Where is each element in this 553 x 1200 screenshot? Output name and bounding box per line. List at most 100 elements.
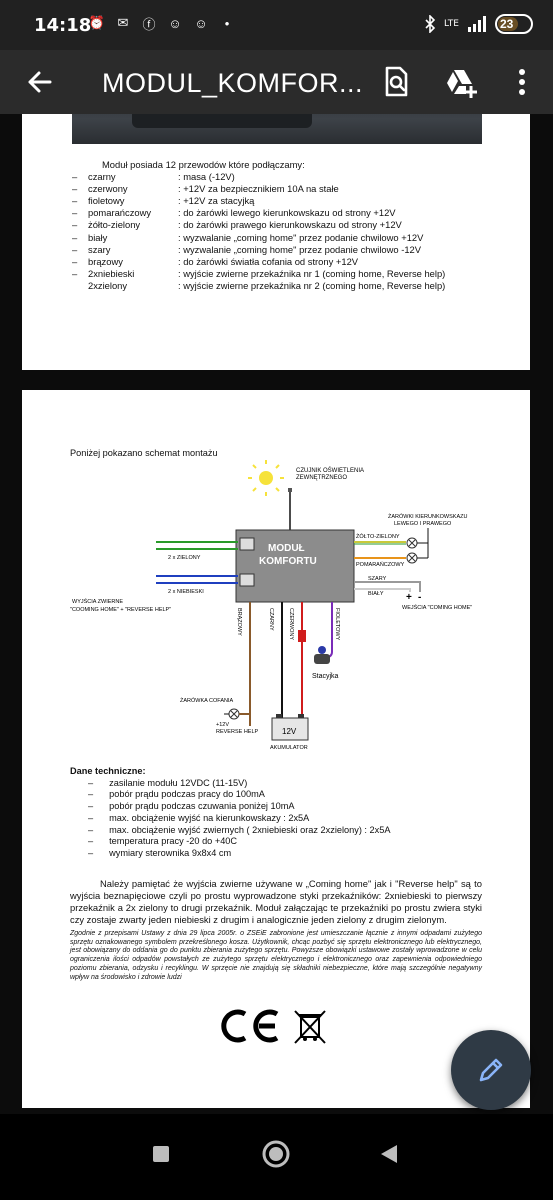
wire-row: –2xniebieski: wyjście zwierne przekaźnik… [72, 268, 445, 280]
plus12-label: +12V [216, 722, 229, 728]
status-bar: 14:18 ⏰ ✉ ⓕ ☺ ☺ • LTE 23 [0, 0, 553, 50]
recents-square-icon [153, 1146, 169, 1162]
battery-indicator: 23 [495, 14, 533, 34]
facebook-icon: ⓕ [142, 16, 156, 32]
brown-label: BRĄZOWY [236, 608, 242, 636]
schema-title: Poniżej pokazano schemat montażu [70, 448, 218, 458]
document-title: MODUL_KOMFOR... [102, 68, 364, 98]
wire-desc: : wyzwalanie „coming home" przez podanie… [178, 231, 424, 243]
wire-row: –brązowy: do żarówki światła cofania od … [72, 256, 445, 268]
document-page-1: Moduł posiada 12 przewodów które podłącz… [22, 114, 530, 370]
wire-dash: – [72, 183, 78, 195]
wire-name: żółto-zielony [88, 219, 141, 231]
inputs-label: WEJŚCIA "COMING HOME" [402, 603, 472, 611]
relay-note: Należy pamiętać że wyjścia zwierne używa… [70, 878, 482, 925]
back-triangle-icon [381, 1145, 397, 1163]
wire-desc: : do żarówki lewego kierunkowskazu od st… [178, 207, 396, 219]
document-page-2: Poniżej pokazano schemat montażu CZUJNIK… [22, 390, 530, 1108]
wire-name: brązowy [88, 255, 123, 267]
violet-label: FIOLETOWY [334, 608, 340, 641]
wire-row: 2xzielony: wyjście zwierne przekaźnika n… [72, 280, 445, 292]
gray-label: SZARY [368, 576, 387, 582]
plus-sign: + [406, 592, 412, 603]
tech-item: pobór prądu podczas pracy do 100mA [109, 789, 265, 800]
tech-row: –pobór prądu podczas czuwania poniżej 10… [70, 801, 490, 813]
snapchat-icon: ☺ [168, 15, 182, 31]
home-circle-icon [262, 1140, 290, 1168]
add-to-drive-button[interactable] [442, 64, 478, 100]
add-to-drive-icon [447, 70, 477, 98]
network-type: LTE [444, 18, 459, 29]
wire-list: Moduł posiada 12 przewodów które podłącz… [72, 159, 445, 292]
wire-name: czerwony [88, 183, 128, 195]
wire-dash: – [72, 195, 78, 207]
wire-row: –biały: wyzwalanie „coming home" przez p… [72, 232, 445, 244]
two-green-label: 2 x ZIELONY [168, 555, 201, 561]
sensor-label: CZUJNIK OŚWIETLENIA [296, 466, 364, 474]
wire-desc: : +12V za bezpiecznikiem 10A na stałe [178, 183, 339, 195]
wire-dash: – [72, 219, 78, 231]
status-right: LTE 23 [424, 14, 533, 34]
outputs-label-2: "COOMING HOME" + "REVERSE HELP" [70, 607, 171, 613]
wire-name: szary [88, 243, 111, 255]
back-nav-button[interactable] [369, 1134, 409, 1174]
certification-marks [217, 1007, 329, 1045]
recents-button[interactable] [141, 1134, 181, 1174]
tech-dash: – [88, 836, 94, 847]
alarm-icon: ⏰ [88, 15, 106, 30]
tech-row: –max. obciążenie wyjść na kierunkowskazy… [70, 813, 490, 825]
tech-dash: – [88, 789, 94, 800]
tech-item: max. obciążenie wyjść zwiernych ( 2xnieb… [109, 824, 391, 835]
crossed-bin-icon [294, 1010, 326, 1044]
wire-row: –fioletowy: +12V za stacyjką [72, 195, 445, 207]
wire-name: biały [88, 231, 108, 243]
wire-row: –czerwony : +12V za bezpiecznikiem 10A na… [72, 183, 445, 195]
wire-name: fioletowy [88, 195, 125, 207]
tech-dash: – [88, 801, 94, 812]
wire-list-intro: Moduł posiada 12 przewodów które podłącz… [102, 159, 305, 170]
tech-row: – max. obciążenie wyjść zwiernych ( 2xnie… [70, 825, 490, 837]
two-blue-label: 2 x NIEBIESKI [168, 589, 204, 595]
red-label: CZERWONY [288, 608, 294, 640]
status-time: 14:18 [34, 15, 92, 36]
notification-icons: ⏰ ✉ ⓕ ☺ ☺ • [88, 14, 236, 32]
wire-desc: : do żarówki prawego kierunkowskazu od s… [178, 219, 402, 231]
find-in-document-button[interactable] [378, 64, 414, 100]
wire-desc: : wyjście zwierne przekaźnika nr 1 (comi… [178, 267, 446, 279]
tech-dash: – [88, 777, 94, 788]
edit-fab-button[interactable] [451, 1030, 531, 1110]
tech-row: –temperatura pracy -20 do +40C [70, 836, 490, 848]
ignition-label: Stacyjka [312, 673, 339, 680]
battery-voltage: 12V [282, 727, 297, 736]
battery-level: 23 [500, 17, 514, 31]
reverse-bulb-label: ŻARÓWKA COFANIA [180, 697, 234, 704]
battery-label: AKUMULATOR [270, 745, 308, 751]
tech-dash: – [88, 824, 94, 835]
wire-row: –czarny: masa (-12V) [72, 171, 445, 183]
wire-row: –pomarańczowy: do żarówki lewego kierunk… [72, 207, 445, 219]
more-options-button[interactable] [504, 64, 540, 100]
module-label: MODUŁ [268, 543, 305, 554]
white-label: BIAŁY [368, 591, 384, 597]
dot-icon: • [224, 15, 230, 31]
minus-sign: - [418, 592, 421, 603]
app-bar: MODUL_KOMFOR... [0, 50, 553, 114]
tech-row: – pobór prądu podczas pracy do 100mA [70, 789, 490, 801]
wire-dash: – [72, 243, 78, 255]
tech-dash: – [88, 812, 94, 823]
signal-icon [468, 16, 486, 32]
back-button[interactable] [22, 64, 58, 100]
tech-row: –wymiary sterownika 9x8x4 cm [70, 848, 490, 860]
tech-row: – zasilanie modułu 12VDC (11-15V) [70, 778, 490, 790]
home-button[interactable] [256, 1134, 296, 1174]
wire-desc: : do żarówki światła cofania od strony +… [178, 255, 359, 267]
reverse-help-label: REVERSE HELP [216, 729, 259, 735]
tech-item: wymiary sterownika 9x8x4 cm [109, 847, 232, 858]
document-viewer[interactable]: Moduł posiada 12 przewodów które podłącz… [0, 114, 553, 1114]
edit-pencil-icon [479, 1058, 503, 1082]
tech-item: zasilanie modułu 12VDC (11-15V) [109, 777, 248, 788]
outputs-label: WYJŚCIA ZWIERNE [72, 597, 123, 605]
orange-label: POMARAŃCZOWY [356, 561, 405, 568]
black-label: CZARNY [268, 608, 274, 631]
wiring-diagram: CZUJNIK OŚWIETLENIA ZEWNĘTRZNEGO MODUŁ K… [70, 460, 472, 751]
